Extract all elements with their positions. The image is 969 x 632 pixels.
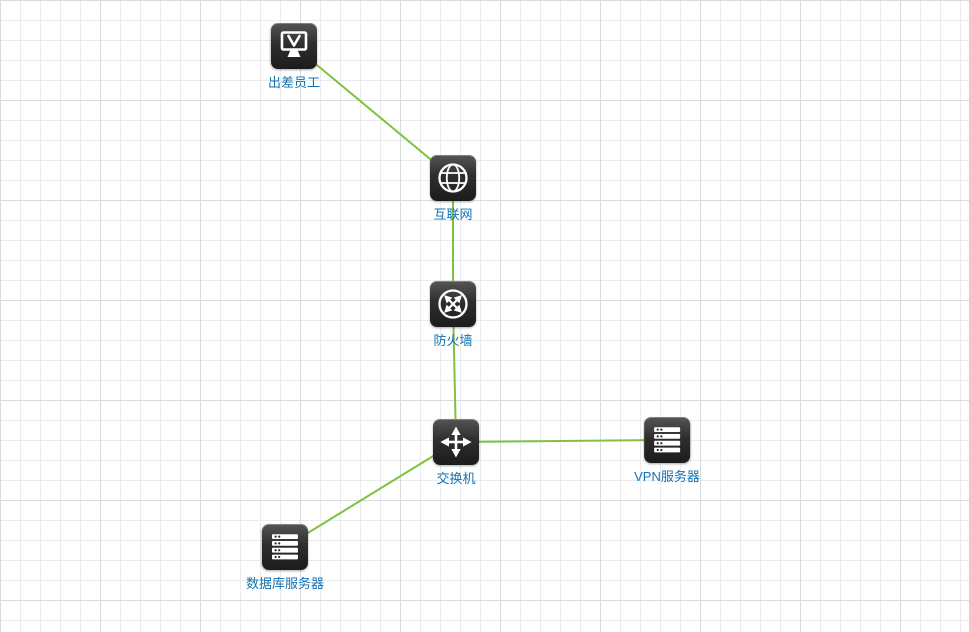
node-firewall[interactable]: 防火墙 xyxy=(430,281,476,348)
node-label: 互联网 xyxy=(433,207,473,222)
server-icon xyxy=(261,524,308,570)
firewall-icon xyxy=(430,281,476,327)
edge-switch-vpn-server[interactable] xyxy=(455,439,668,443)
edge-employee-internet[interactable] xyxy=(293,45,454,179)
switch-icon xyxy=(433,419,479,465)
node-vpn-server[interactable]: VPN服务器 xyxy=(634,417,700,484)
node-traveling-employee[interactable]: 出差员工 xyxy=(268,23,320,90)
node-label: 交换机 xyxy=(436,471,476,486)
node-label: VPN服务器 xyxy=(634,469,700,484)
node-label: 出差员工 xyxy=(267,75,321,90)
node-label: 数据库服务器 xyxy=(245,576,325,591)
node-label: 防火墙 xyxy=(433,333,473,348)
server-icon xyxy=(643,417,690,463)
node-switch[interactable]: 交换机 xyxy=(433,419,479,486)
node-database-server[interactable]: 数据库服务器 xyxy=(246,524,324,591)
edge-switch-database-server[interactable] xyxy=(284,441,457,548)
monitor-icon xyxy=(270,23,317,69)
globe-icon xyxy=(430,155,476,201)
node-internet[interactable]: 互联网 xyxy=(430,155,476,222)
